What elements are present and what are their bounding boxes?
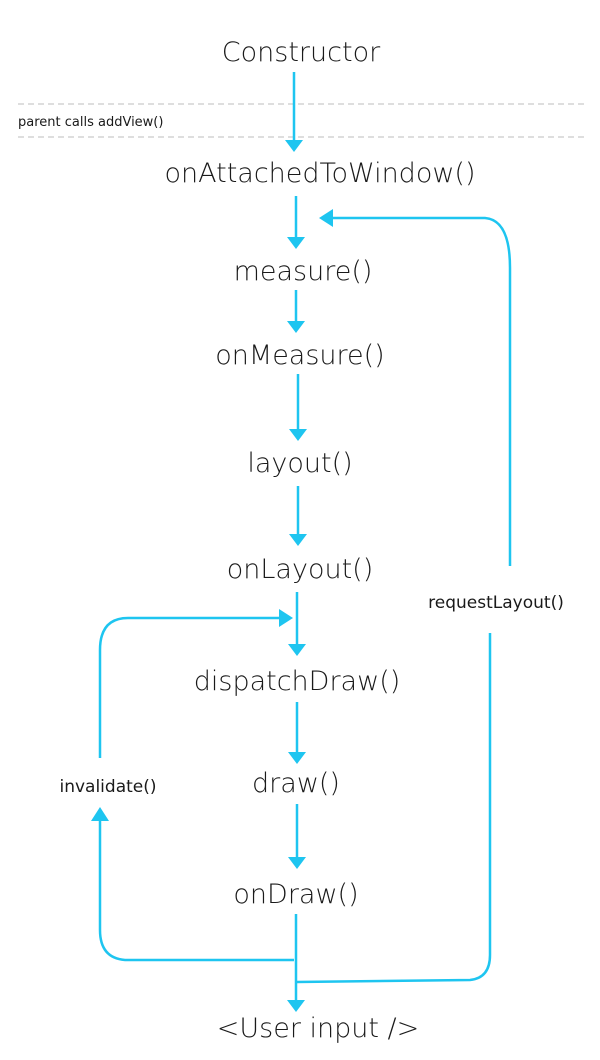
node-on-measure: onMeasure()	[215, 340, 384, 371]
node-layout: layout()	[247, 448, 352, 479]
stage-labels: Constructor onAttachedToWindow() measure…	[164, 37, 475, 1044]
arrowhead-onlayout	[289, 534, 307, 546]
node-draw: draw()	[252, 768, 340, 799]
request-layout-loop: requestLayout()	[295, 209, 564, 984]
request-layout-label: requestLayout()	[428, 593, 564, 613]
invalidate-loop: invalidate()	[59, 609, 294, 962]
phase-label: parent calls addView()	[18, 115, 163, 130]
request-layout-loop-upper	[333, 216, 512, 566]
arrowhead-draw	[288, 752, 306, 764]
arrowhead-invalidate	[91, 807, 109, 821]
request-layout-loop-lower	[295, 633, 492, 984]
arrowhead-attached	[285, 140, 303, 152]
arrowhead-ondraw	[288, 857, 306, 869]
invalidate-label: invalidate()	[59, 777, 156, 797]
main-flow	[285, 72, 307, 1012]
invalidate-loop-lower	[98, 821, 294, 962]
invalidate-loop-upper	[98, 616, 279, 758]
node-measure: measure()	[234, 256, 373, 287]
node-on-draw: onDraw()	[233, 879, 358, 910]
arrowhead-onmeasure	[287, 321, 305, 333]
arrowhead-request-layout	[319, 209, 333, 227]
arrowhead-invalidate-return	[279, 609, 293, 627]
arrowhead-userinput	[287, 1000, 305, 1012]
node-user-input: <User input />	[217, 1013, 420, 1044]
arrowhead-dispatchdraw	[288, 644, 306, 656]
node-constructor: Constructor	[222, 37, 381, 68]
node-on-attached-to-window: onAttachedToWindow()	[164, 158, 475, 189]
node-on-layout: onLayout()	[227, 554, 373, 585]
node-dispatch-draw: dispatchDraw()	[194, 666, 401, 697]
arrowhead-measure	[287, 237, 305, 249]
arrowhead-layout	[289, 429, 307, 441]
